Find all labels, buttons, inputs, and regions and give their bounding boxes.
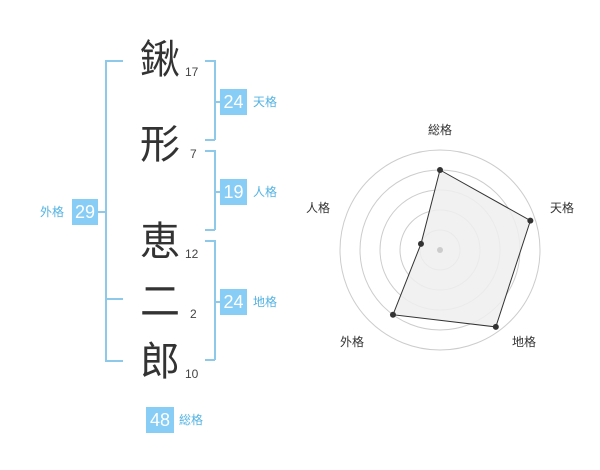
gaikaku-bracket-bottom <box>105 360 123 362</box>
jinkaku-bracket-bottom <box>205 229 215 231</box>
gaikaku-badge: 29 <box>72 199 98 225</box>
jinkaku-badge: 19 <box>220 179 247 205</box>
radar-ring-4 <box>359 169 521 331</box>
radar-ring-3 <box>379 189 501 311</box>
gaikaku-bracket-tick <box>98 211 106 213</box>
chikaku-bracket-line <box>214 240 216 360</box>
name-char-1: 鍬 <box>140 37 180 83</box>
radar-label-right: 天格 <box>550 200 574 215</box>
name-char-3: 恵 <box>140 219 180 265</box>
chikaku-bracket-bottom <box>205 359 215 361</box>
stroke-count-3: 12 <box>185 247 199 261</box>
radar-point-2 <box>527 217 534 224</box>
radar-label-top: 総格 <box>428 122 452 137</box>
jinkaku-label: 人格 <box>253 185 278 199</box>
radar-point-5 <box>417 240 424 247</box>
stroke-count-1: 17 <box>185 65 199 79</box>
radar-point-1 <box>437 167 443 173</box>
radar-point-3 <box>492 323 499 330</box>
chikaku-label: 地格 <box>253 295 278 309</box>
radar-label-left: 人格 <box>306 200 330 215</box>
tenkaku-badge: 24 <box>220 89 247 115</box>
tenkaku-bracket-bottom <box>205 139 215 141</box>
jinkaku-bracket-line <box>214 150 216 230</box>
gaikaku-bracket-line <box>105 60 107 360</box>
stroke-count-5: 10 <box>185 367 199 381</box>
radar-label-bottom-left: 外格 <box>340 334 364 349</box>
radar-ring-2 <box>399 209 481 291</box>
tenkaku-bracket-top <box>205 60 215 62</box>
gaikaku-bracket-top <box>105 60 123 62</box>
name-char-2: 形 <box>140 122 180 168</box>
radar-area <box>392 169 532 328</box>
radar-center-dot <box>437 247 443 253</box>
jinkaku-bracket-top <box>205 150 215 152</box>
radar-label-bottom-right: 地格 <box>512 334 536 349</box>
gaikaku-label: 外格 <box>40 205 65 219</box>
jinkaku-bracket-tick <box>214 191 220 193</box>
chikaku-badge: 24 <box>220 289 247 315</box>
name-char-4: 二 <box>140 279 180 325</box>
name-char-5: 郎 <box>140 339 180 385</box>
soukaku-badge: 48 <box>146 407 174 433</box>
chikaku-bracket-tick <box>214 301 220 303</box>
chikaku-bracket-top <box>205 240 215 242</box>
radar-ring-1 <box>419 229 461 271</box>
tenkaku-label: 天格 <box>253 95 278 109</box>
tenkaku-bracket-tick <box>214 101 220 103</box>
stroke-count-2: 7 <box>190 147 197 161</box>
stroke-count-4: 2 <box>190 307 197 321</box>
gaikaku-bracket-mid <box>105 298 123 300</box>
soukaku-label: 総格 <box>179 413 204 427</box>
radar-point-4 <box>389 311 396 318</box>
radar-ring-5 <box>339 149 541 351</box>
tenkaku-bracket-line <box>214 60 216 140</box>
